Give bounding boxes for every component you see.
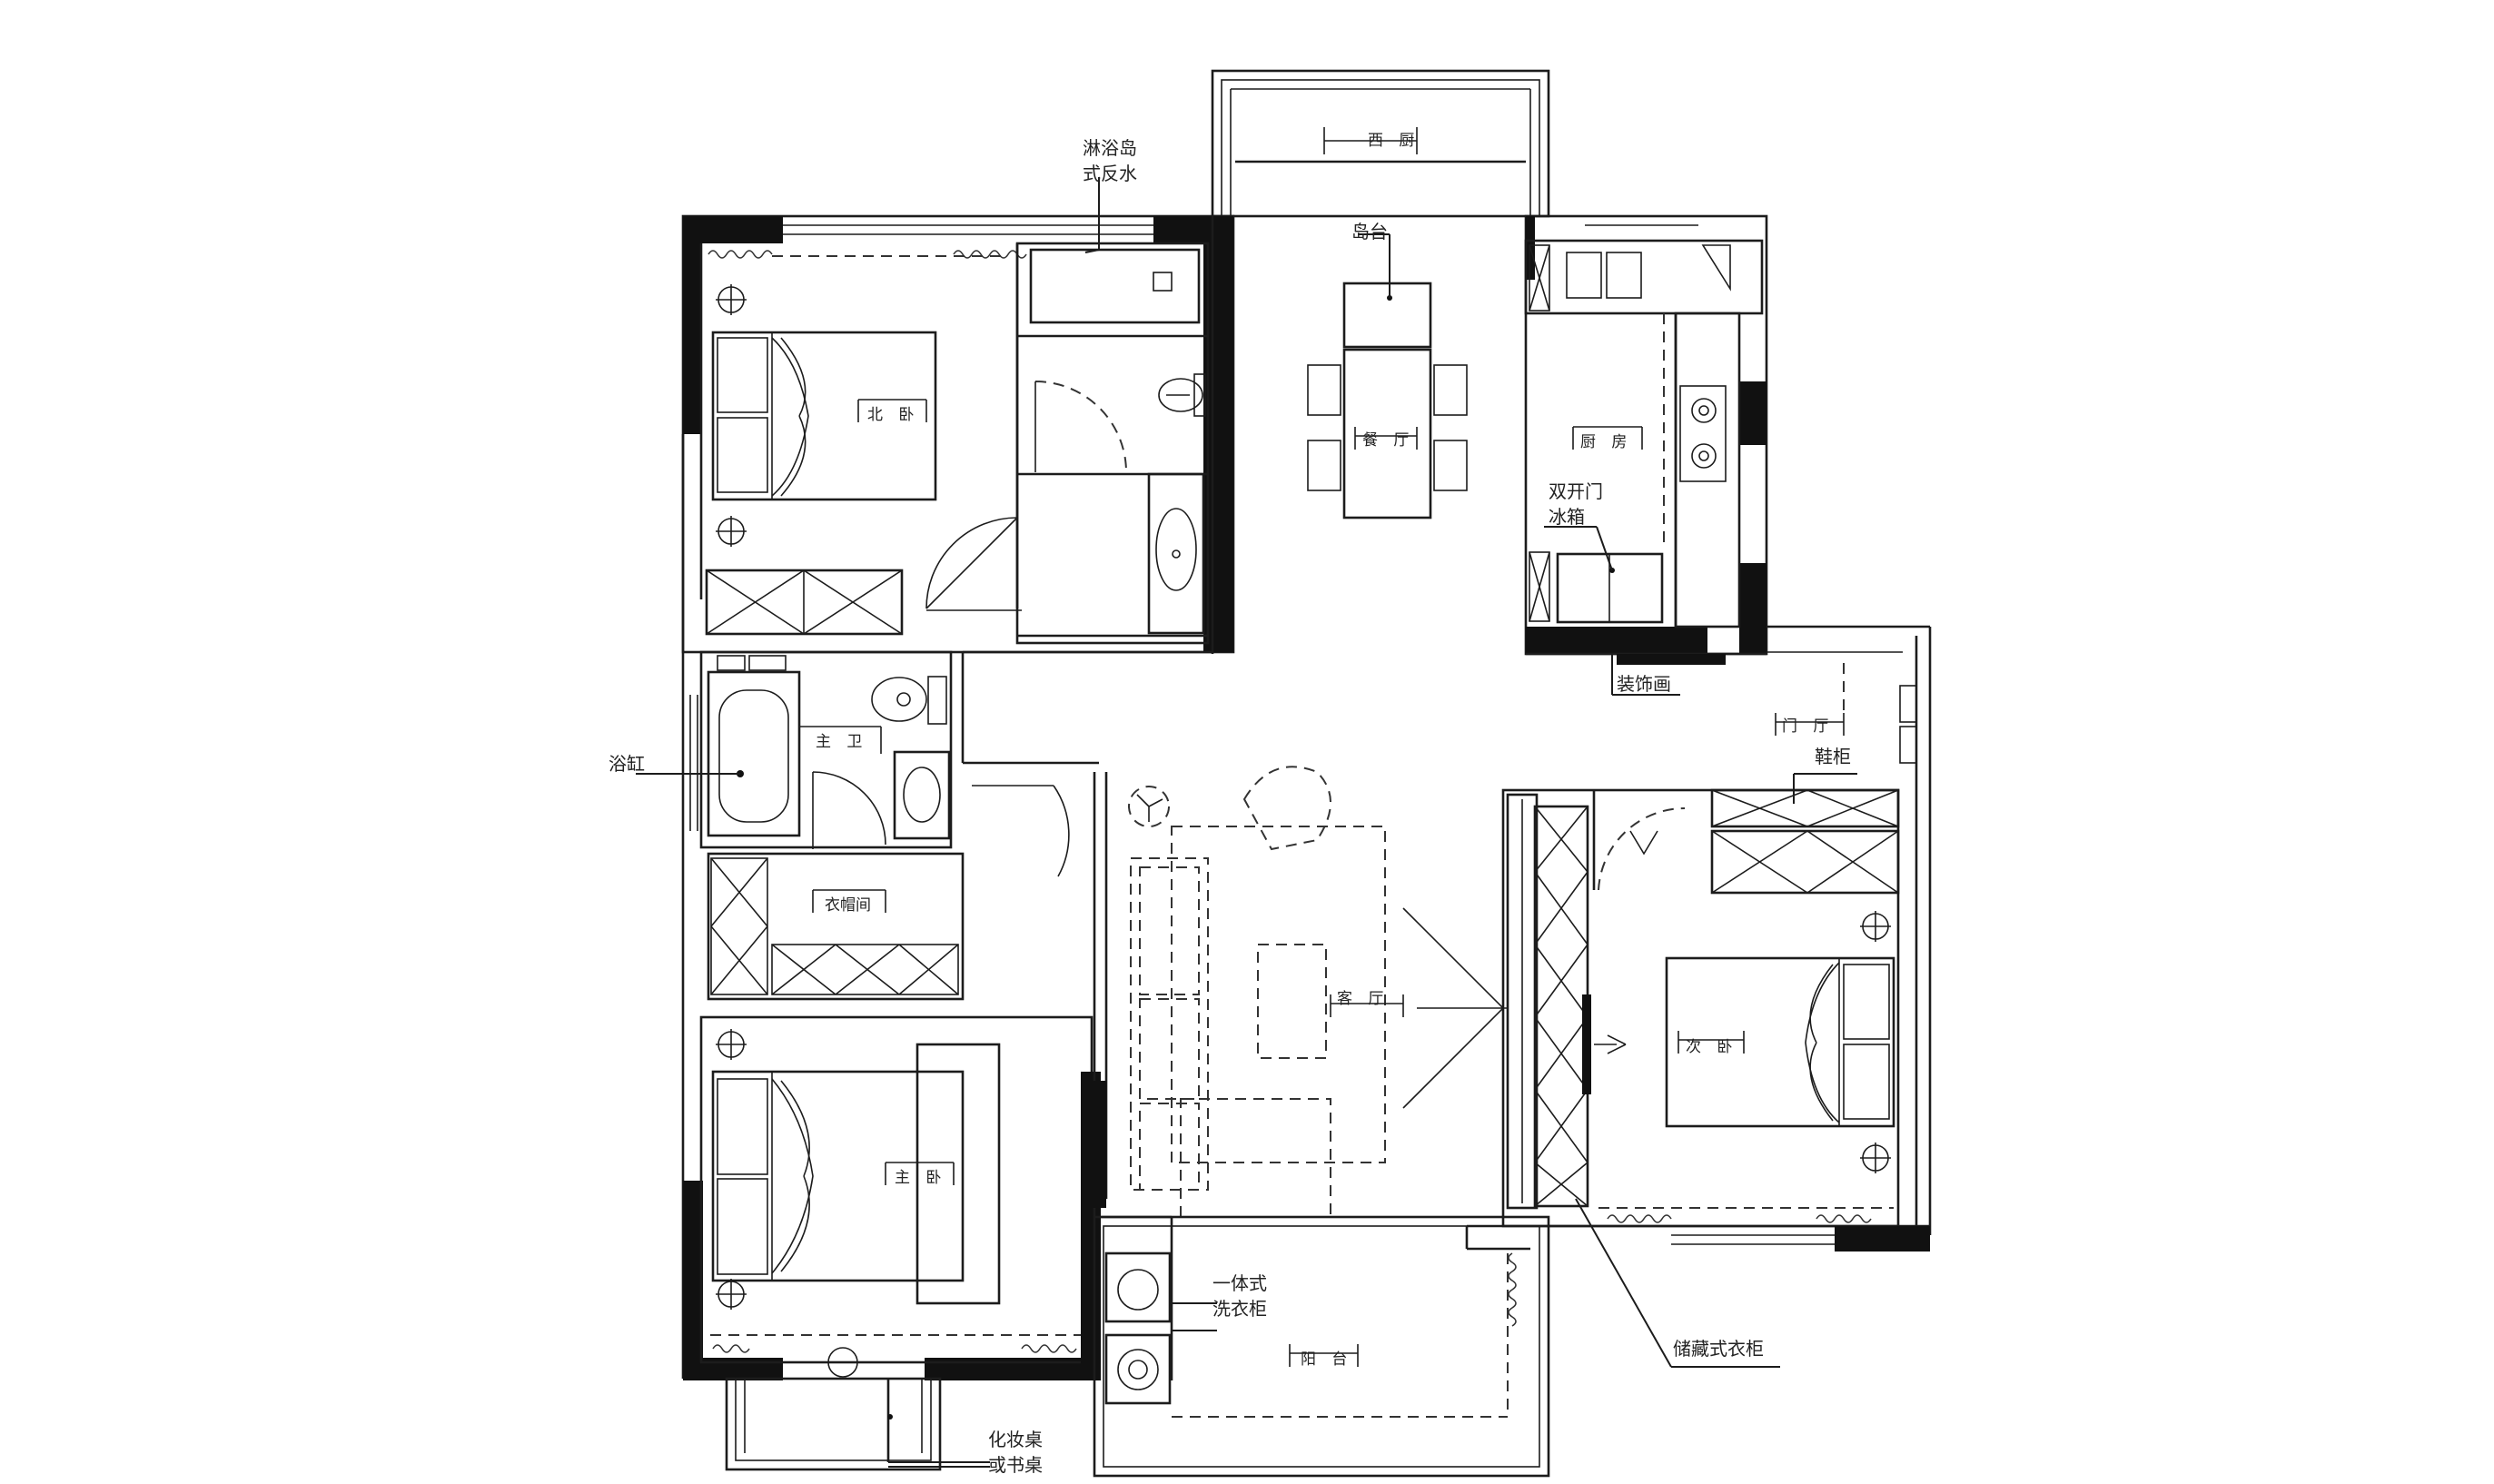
- secondary-bathroom: [1015, 242, 1210, 645]
- room-label-master-bath: 主 卫: [816, 733, 867, 751]
- corridor-walls: [961, 216, 1767, 1217]
- annotation-desk-line1: 化妆桌: [988, 1429, 1043, 1450]
- annotation-fridge-line1: 双开门: [1549, 480, 1603, 502]
- room-label-balcony: 阳 台: [1301, 1350, 1352, 1369]
- annotation-storage-wardrobe: 储藏式衣柜: [1673, 1338, 1764, 1360]
- room-label-second-bedroom: 次 卧: [1686, 1038, 1737, 1056]
- master-balcony: [725, 1347, 942, 1471]
- annotation-shoe-cabinet: 鞋柜: [1815, 746, 1851, 767]
- western-kitchen-bay: [1211, 69, 1550, 218]
- room-label-kitchen: 厨 房: [1580, 433, 1632, 451]
- room-label-foyer: 门 厅: [1782, 717, 1834, 736]
- second-bedroom: [1465, 788, 1930, 1252]
- master-bathroom: [699, 650, 953, 849]
- annotation-shower-line2: 式反水: [1083, 163, 1137, 184]
- living-balcony: [1093, 1215, 1550, 1478]
- master-bedroom: [699, 1015, 1101, 1380]
- annotation-leaders: [636, 177, 1857, 1468]
- foyer: [1710, 625, 1932, 1235]
- north-bedroom: [681, 214, 1235, 654]
- dining-area: [1307, 282, 1468, 519]
- annotation-decor-painting: 装饰画: [1617, 673, 1671, 695]
- annotation-bathtub: 浴缸: [609, 753, 645, 775]
- cloakroom: [707, 852, 965, 1001]
- annotation-island: 岛台: [1351, 221, 1388, 242]
- annotation-fridge-line2: 冰箱: [1549, 506, 1585, 528]
- room-label-western-kitchen: 西 厨: [1368, 132, 1420, 150]
- annotation-washer-line2: 洗衣柜: [1212, 1298, 1267, 1320]
- annotation-shower-line1: 淋浴岛: [1083, 137, 1137, 159]
- room-label-cloakroom: 衣帽间: [825, 896, 871, 915]
- room-label-dining: 餐 厅: [1362, 431, 1414, 450]
- room-label-north-bedroom: 北 卧: [867, 406, 919, 424]
- living-room: [1128, 766, 1508, 1218]
- annotation-desk-line2: 或书桌: [988, 1454, 1043, 1476]
- kitchen: [1524, 214, 1768, 656]
- room-label-master-bedroom: 主 卧: [895, 1169, 946, 1187]
- room-label-living: 客 厅: [1337, 990, 1389, 1008]
- annotation-washer-line1: 一体式: [1212, 1272, 1267, 1294]
